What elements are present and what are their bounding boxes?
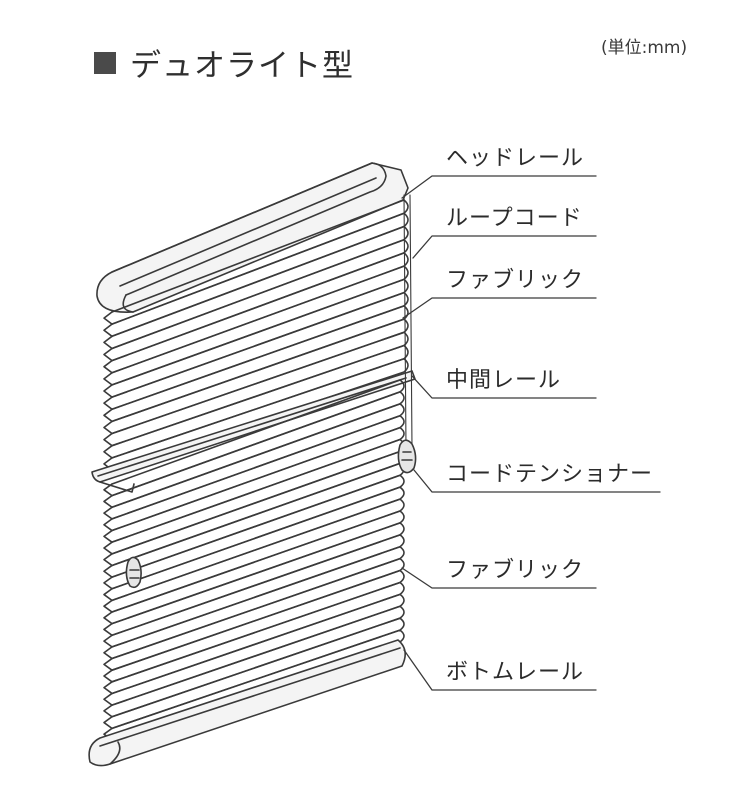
fabric-pleat-edge xyxy=(103,587,113,602)
fabric-pleat-edge xyxy=(103,335,113,350)
fabric-pleat-edge xyxy=(103,384,113,398)
label-cord-tensioner: コードテンショナー xyxy=(446,462,654,487)
leader-lines xyxy=(401,175,661,691)
fabric-pleat-edge xyxy=(103,715,113,730)
fabric-pleat-edge xyxy=(103,657,113,671)
fabric-pleat-edge xyxy=(103,444,113,459)
label-middle-rail: 中間レール xyxy=(446,368,562,393)
fabric-pleat-edge xyxy=(103,669,113,683)
fabric-pleat-edge xyxy=(103,408,113,423)
fabric-pleat-edge xyxy=(103,541,113,555)
fabric-pleat-edge xyxy=(103,396,113,411)
fabric-pleat-edge xyxy=(103,347,113,362)
fabric-pleat-edge xyxy=(103,692,113,706)
fabric-pleat xyxy=(111,486,405,602)
page-title: デュオライト型 xyxy=(94,40,354,85)
fabric-pleat xyxy=(111,305,409,423)
fabric-pleat xyxy=(111,357,409,471)
fabric-pleat-edge xyxy=(103,704,113,718)
fabric-pleat-edge xyxy=(103,529,113,543)
fabric-pleat-edge xyxy=(103,371,113,386)
head-rail xyxy=(96,162,409,313)
fabric-pleat-edge xyxy=(103,506,113,520)
loop-cord xyxy=(403,194,413,449)
title-bullet-square-icon xyxy=(94,51,116,74)
fabric-pleat-edge xyxy=(103,432,113,447)
fabric-pleat-edge xyxy=(103,483,113,497)
fabric-pleat xyxy=(111,498,405,613)
title-text: デュオライト型 xyxy=(130,48,354,84)
cord-tensioner xyxy=(397,439,417,474)
fabric-lower xyxy=(103,379,405,741)
fabric-pleat-edge xyxy=(103,634,113,648)
fabric-pleat-edge xyxy=(103,622,113,637)
fabric-pleat-edge xyxy=(103,553,113,567)
label-loop-cord: ループコード xyxy=(446,206,583,231)
fabric-pleat xyxy=(111,534,405,648)
fabric-pleat-edge xyxy=(103,646,113,660)
fabric-pleat-edge xyxy=(103,681,113,695)
label-fabric-bottom: ファブリック xyxy=(446,558,585,583)
fabric-pleat-edge xyxy=(103,576,113,590)
fabric-pleat-edge xyxy=(103,518,113,532)
cord-clip-left xyxy=(125,556,142,589)
fabric-pleat-edge xyxy=(103,494,113,509)
label-head-rail: ヘッドレール xyxy=(446,146,585,171)
fabric-pleat-edge xyxy=(103,311,113,325)
middle-rail xyxy=(91,370,416,493)
fabric-pleat-edge xyxy=(103,564,113,578)
fabric-pleat xyxy=(111,522,405,637)
fabric-pleat-edge xyxy=(103,599,113,613)
label-fabric-top: ファブリック xyxy=(446,268,585,293)
fabric-pleat xyxy=(111,545,405,660)
fabric-pleat-edge xyxy=(103,611,113,625)
fabric-pleat-edge xyxy=(103,420,113,435)
fabric-pleat-edge xyxy=(103,323,113,338)
fabric-pleat-edge xyxy=(103,359,113,374)
label-bottom-rail: ボトムレール xyxy=(446,660,585,685)
unit-note: (単位:mm) xyxy=(601,38,688,58)
fabric-pleat xyxy=(111,510,405,625)
